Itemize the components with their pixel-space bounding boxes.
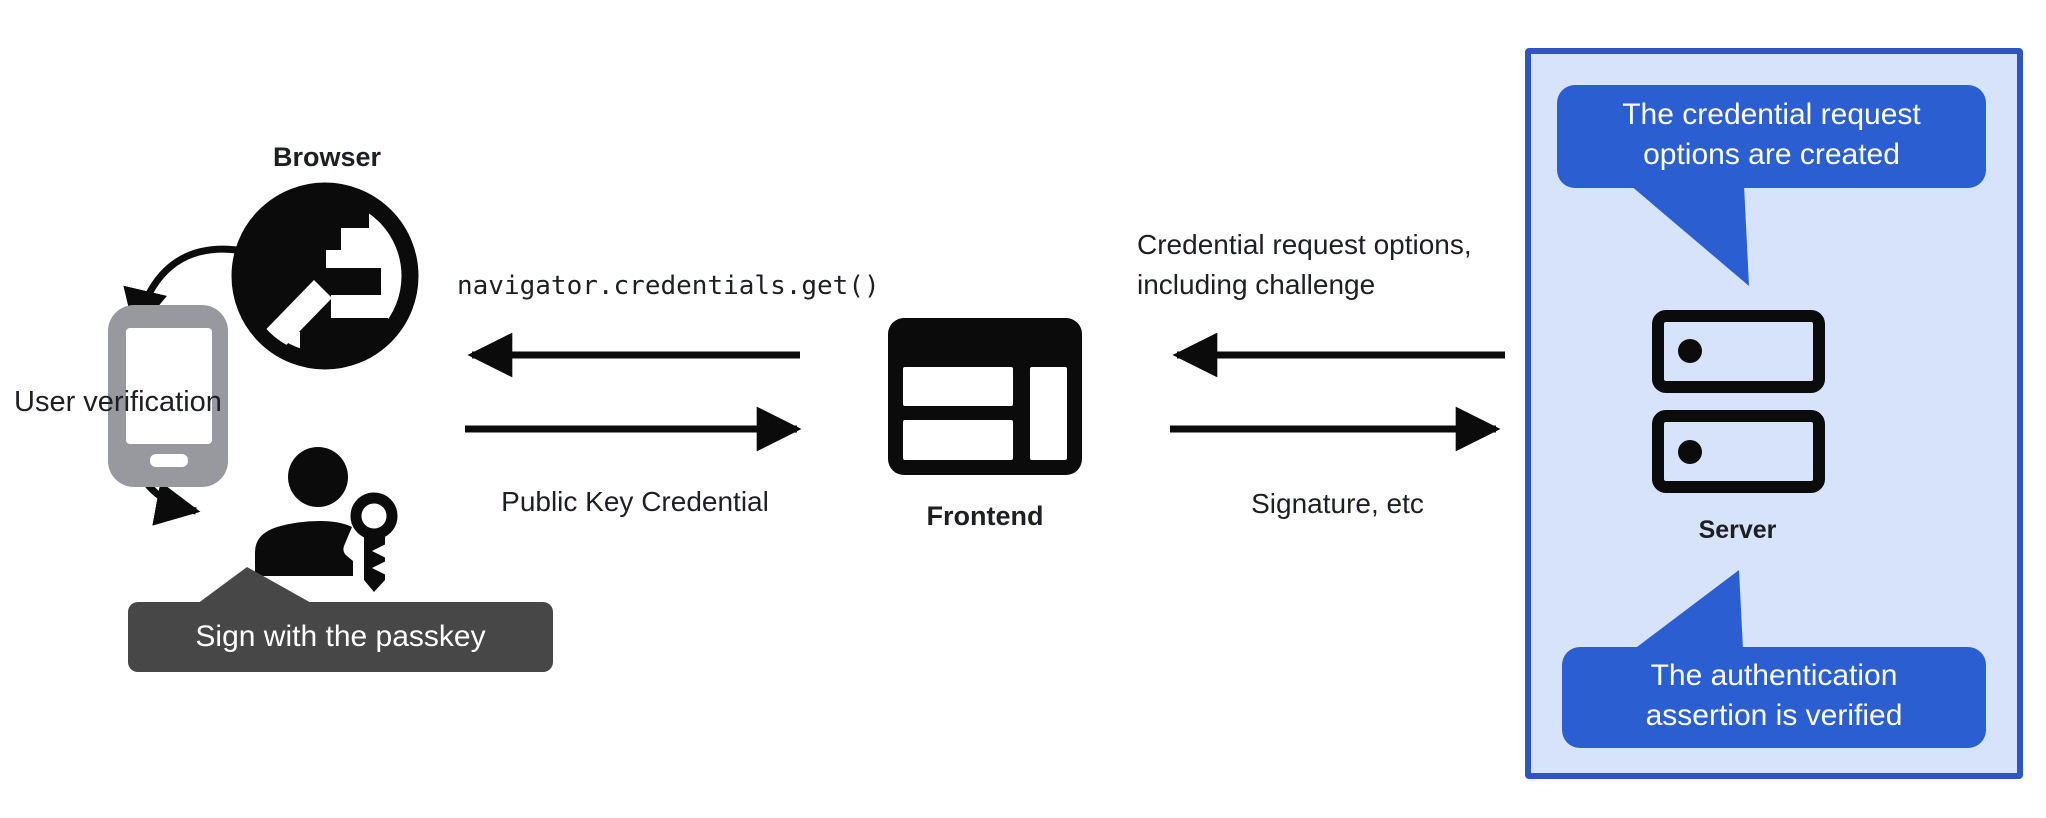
curved-arrow-icon-browser-to-phone [123, 245, 238, 335]
public-key-credential-label: Public Key Credential [501, 486, 769, 517]
passkey-tooltip: Sign with the passkey [128, 602, 553, 672]
frontend-window-icon [888, 318, 1082, 475]
user-verification-label: User verification [14, 386, 222, 418]
bottom-bubble-text-line1: The authentication [1650, 659, 1898, 692]
key-icon [350, 492, 398, 592]
credential-request-options-label-line1: Credential request options, [1137, 229, 1472, 260]
server-label: Server [1698, 516, 1777, 544]
top-bubble-text-line2: options are created [1643, 138, 1900, 171]
top-bubble-text-line1: The credential request [1622, 98, 1921, 131]
frontend-label: Frontend [926, 501, 1044, 531]
curved-arrow-icon-phone-to-user [125, 441, 201, 526]
person-icon [255, 447, 353, 576]
credential-request-options-label-line2: including challenge [1137, 269, 1376, 300]
browser-label: Browser [272, 142, 382, 172]
credentials-get-call-label: navigator.credentials.get() [457, 271, 880, 301]
globe-icon [231, 182, 419, 370]
bottom-bubble-text-line2: assertion is verified [1645, 699, 1903, 732]
bottom-speech-bubble: The authentication assertion is verified [1562, 647, 1986, 748]
tooltip-tail [197, 567, 313, 604]
top-speech-bubble: The credential request options are creat… [1557, 85, 1986, 188]
signature-label: Signature, etc [1251, 488, 1424, 519]
